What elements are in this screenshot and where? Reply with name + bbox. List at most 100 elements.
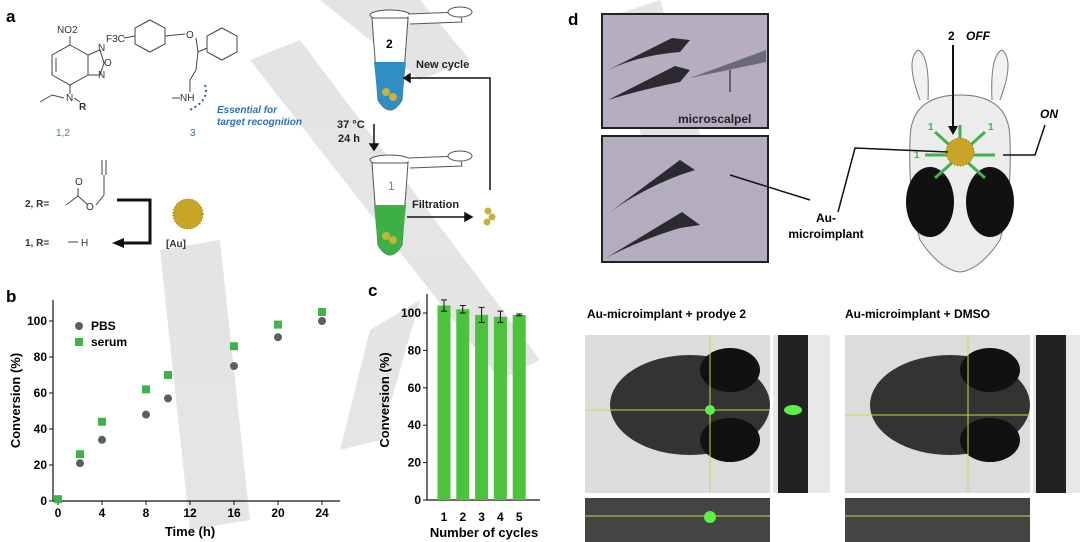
x-tick-label: 4 xyxy=(497,510,504,524)
serum-data-point xyxy=(54,495,62,504)
filtered-particles-icon xyxy=(484,207,492,215)
nitro-label: NO2 xyxy=(57,25,78,36)
ether-o: O xyxy=(186,30,194,41)
hydrogen-label: H xyxy=(81,238,88,249)
x-tick-label: 4 xyxy=(99,506,106,520)
x-tick-label: 5 xyxy=(516,510,523,524)
temperature-label: 37 °C xyxy=(337,119,365,131)
au-label-line2: microimplant xyxy=(788,227,863,241)
bar xyxy=(437,305,451,500)
y-tick-label: 40 xyxy=(34,422,48,436)
x-tick-label: 12 xyxy=(183,506,197,520)
reaction-arrow xyxy=(112,198,152,248)
x-tick-label: 24 xyxy=(315,506,329,520)
ester-o1: O xyxy=(75,177,83,188)
bar xyxy=(456,309,470,500)
confocal-image-dmso xyxy=(845,335,1080,542)
y-tick-label: 0 xyxy=(40,494,47,508)
au-label: [Au] xyxy=(166,239,186,250)
ester-o2: O xyxy=(86,202,94,213)
confocal-image-prodye xyxy=(585,335,830,542)
prodye-2-label: 2 xyxy=(948,29,955,43)
pbs-data-point xyxy=(98,435,106,444)
compound-label-1-2: 1,2 xyxy=(56,128,70,139)
x-tick-label: 0 xyxy=(55,506,62,520)
product-1-label: 1 xyxy=(914,150,920,161)
y-tick-label: 0 xyxy=(414,493,421,507)
legend-marker-serum xyxy=(75,338,83,346)
r-group-structures xyxy=(65,160,107,243)
serum-data-point xyxy=(142,385,150,394)
ring-n2: N xyxy=(98,70,105,81)
filtration-label: Filtration xyxy=(412,199,459,211)
y-axis-title: Conversion (%) xyxy=(8,353,23,448)
x-axis-title: Time (h) xyxy=(165,524,215,539)
panel-label-a: a xyxy=(6,7,16,26)
pbs-data-point xyxy=(164,394,172,403)
pbs-data-point xyxy=(76,459,84,468)
essential-note-line1: Essential for xyxy=(217,105,278,116)
x-axis-title: Number of cycles xyxy=(430,525,538,540)
panel-label-d: d xyxy=(568,10,578,29)
serum-data-point xyxy=(164,371,172,379)
microscalpel-label: microscalpel xyxy=(678,112,751,126)
microscope-photo-top xyxy=(601,13,769,129)
legend-label: PBS xyxy=(91,319,116,333)
legend-marker-pbs xyxy=(75,322,83,330)
panel-label-c: c xyxy=(368,281,377,300)
nbd-structure xyxy=(39,36,105,103)
pbs-data-point xyxy=(230,362,238,370)
serum-data-point xyxy=(76,450,84,459)
product-1-label: 1 xyxy=(988,122,994,133)
cycle-arrows xyxy=(368,72,491,223)
tube-bottom-icon xyxy=(369,150,473,256)
y-tick-label: 100 xyxy=(27,314,47,328)
microscope-photo-bottom xyxy=(601,135,811,263)
y-tick-label: 80 xyxy=(34,350,48,364)
x-tick-label: 1 xyxy=(441,510,448,524)
y-tick-label: 60 xyxy=(408,381,422,395)
r1-label: 1, R= xyxy=(25,238,49,249)
ring-n1: N xyxy=(98,43,105,54)
essential-note-line2: target recognition xyxy=(217,117,302,128)
pbs-data-point xyxy=(318,317,326,325)
compound-3-structure xyxy=(123,19,238,111)
y-tick-label: 20 xyxy=(34,458,48,472)
bar xyxy=(493,316,507,500)
product-1-label: 1 xyxy=(928,122,934,133)
y-tick-label: 40 xyxy=(408,418,422,432)
caption-prodye: Au-microimplant + prodye 2 xyxy=(587,307,746,321)
pbs-data-point xyxy=(142,410,150,419)
y-tick-label: 60 xyxy=(34,386,48,400)
time-label: 24 h xyxy=(338,133,360,145)
x-tick-label: 8 xyxy=(143,506,150,520)
new-cycle-label: New cycle xyxy=(416,59,469,71)
cf3-label: F3C xyxy=(106,34,125,45)
x-tick-label: 20 xyxy=(271,506,285,520)
y-tick-label: 20 xyxy=(408,456,422,470)
y-tick-label: 80 xyxy=(408,343,422,357)
ring-o: O xyxy=(104,58,112,69)
y-tick-label: 100 xyxy=(401,306,421,320)
off-label: OFF xyxy=(966,29,991,43)
y-axis-title: Conversion (%) xyxy=(377,352,392,447)
x-tick-label: 3 xyxy=(478,510,485,524)
filtered-particles-icon xyxy=(488,213,496,221)
r-group: R xyxy=(79,102,87,113)
serum-data-point xyxy=(230,342,238,351)
tube-bottom-number: 1 xyxy=(388,179,395,193)
serum-data-point xyxy=(98,417,106,426)
on-label: ON xyxy=(1040,107,1058,121)
caption-dmso: Au-microimplant + DMSO xyxy=(845,307,990,321)
serum-data-point xyxy=(318,308,326,316)
bar xyxy=(475,314,489,500)
amine-n: N xyxy=(66,93,73,104)
tube-top-icon xyxy=(369,6,473,111)
serum-data-point xyxy=(274,320,282,329)
bar xyxy=(512,314,526,500)
filtered-particles-icon xyxy=(483,218,491,226)
panel-label-b: b xyxy=(6,287,16,306)
